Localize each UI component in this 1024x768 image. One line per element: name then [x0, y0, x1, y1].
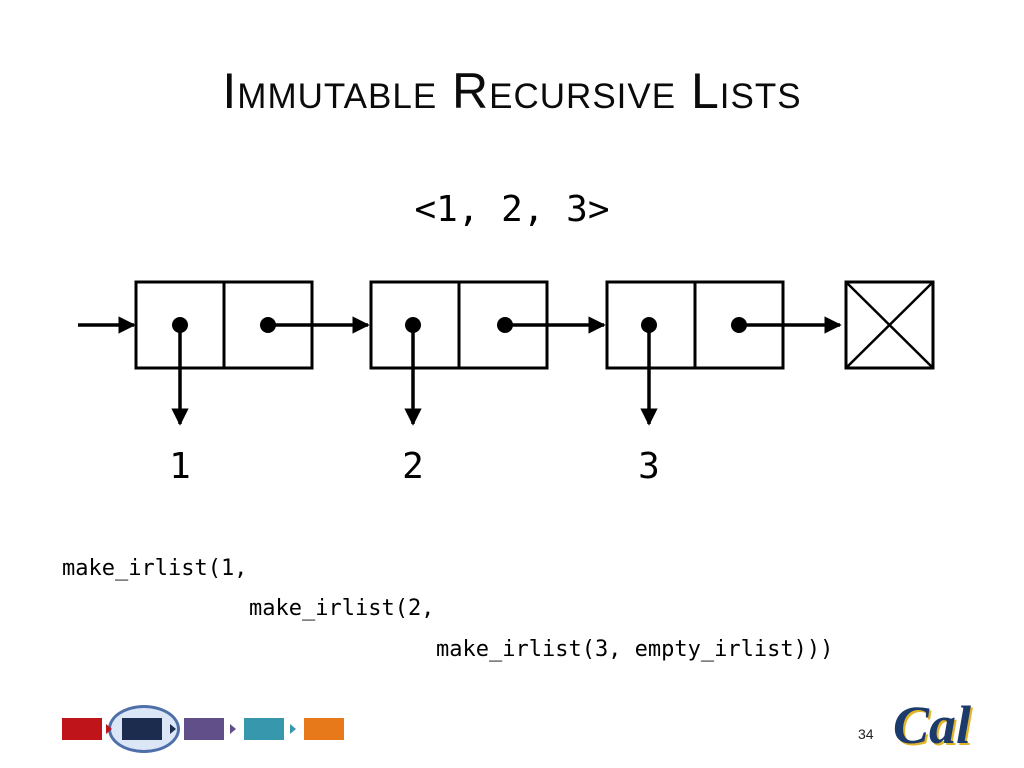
- nav-section-1[interactable]: [62, 718, 102, 740]
- cal-logo: Cal: [893, 695, 972, 755]
- empty-list-box: [844, 280, 935, 370]
- nav-section-5[interactable]: [304, 718, 344, 740]
- code-line-3: make_irlist(3, empty_irlist))): [436, 637, 834, 662]
- nav-arrow-icon: [106, 724, 112, 734]
- nav-section-2[interactable]: [122, 718, 162, 740]
- value-label-3: 3: [638, 446, 660, 487]
- slide-title: Immutable Recursive Lists: [222, 63, 802, 119]
- nav-arrow-icon: [230, 724, 236, 734]
- code-line-2: make_irlist(2,: [249, 596, 435, 621]
- code-line-1: make_irlist(1,: [62, 556, 248, 581]
- list-node-1: [134, 280, 370, 426]
- value-label-1: 1: [169, 446, 191, 487]
- list-node-2: [369, 280, 606, 426]
- list-node-3: [605, 280, 842, 426]
- page-number: 34: [858, 726, 874, 742]
- slide-progress-nav: [58, 705, 358, 755]
- nav-arrow-icon: [170, 724, 176, 734]
- nav-section-3[interactable]: [184, 718, 224, 740]
- nav-arrow-icon: [290, 724, 296, 734]
- list-notation: <1, 2, 3>: [414, 189, 610, 230]
- nav-section-4[interactable]: [244, 718, 284, 740]
- value-label-2: 2: [402, 446, 424, 487]
